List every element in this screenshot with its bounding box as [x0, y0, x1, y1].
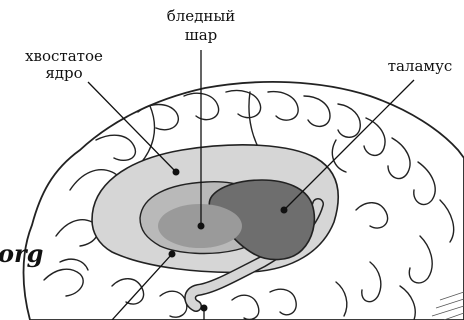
watermark-text: org	[0, 239, 43, 268]
label-pallidum-line1: бледный	[167, 7, 236, 25]
label-pallidum-line2: шар	[185, 26, 218, 44]
label-thalamus: таламус	[388, 57, 453, 75]
label-caudate-line2: ядро	[45, 64, 82, 82]
label-caudate-line1: хвостатое	[25, 47, 103, 65]
